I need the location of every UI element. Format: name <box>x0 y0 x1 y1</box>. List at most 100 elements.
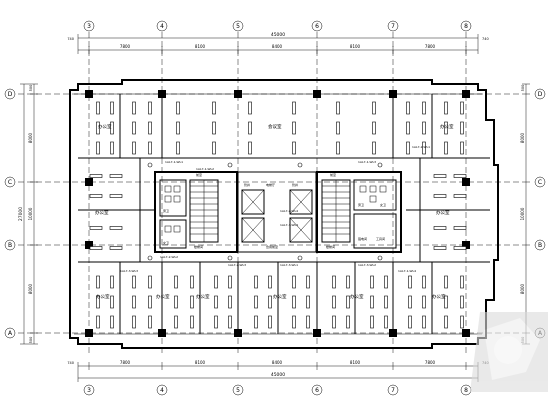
core-left <box>154 171 238 253</box>
light-fixture <box>444 315 448 329</box>
axis-bubble: D <box>534 88 546 100</box>
light-fixture <box>190 275 194 289</box>
axis-label: 3 <box>87 387 91 394</box>
light-fixture <box>406 141 410 155</box>
column <box>462 241 470 249</box>
light-fixture <box>384 315 388 329</box>
light-fixture <box>110 141 114 155</box>
light-fixture <box>444 121 448 135</box>
room-label: 办公室 <box>156 293 170 300</box>
end-dimension: 500 <box>521 85 525 92</box>
axis-label: D <box>538 91 543 98</box>
end-dimension: 500 <box>29 85 33 92</box>
light-fixture <box>346 275 350 289</box>
room-label: 办公室 <box>196 293 210 300</box>
column <box>313 90 321 98</box>
light-fixture <box>336 141 340 155</box>
room-label: 办公室 <box>436 209 450 216</box>
axis-bubble: 3 <box>83 384 95 396</box>
end-dimension: 740 <box>67 361 74 365</box>
light-fixture <box>248 141 252 155</box>
light-fixture <box>212 141 216 155</box>
light-fixture <box>176 121 180 135</box>
column <box>234 90 242 98</box>
axis-label: 7 <box>391 387 395 394</box>
light-fixture <box>384 275 388 289</box>
axis-label: 8 <box>464 387 468 394</box>
light-fixture <box>306 295 310 309</box>
light-fixture <box>174 295 178 309</box>
circuit-label: 1AL7-3-WL1 <box>280 263 298 267</box>
light-fixture <box>422 275 426 289</box>
light-fixture <box>89 226 103 230</box>
column <box>85 178 93 186</box>
light-fixture <box>408 275 412 289</box>
light-fixture <box>422 101 426 115</box>
room-label: 电梯厅 <box>266 182 275 187</box>
axis-label: C <box>8 179 12 186</box>
light-fixture <box>148 121 152 135</box>
downlight <box>227 255 233 261</box>
circuit-label: 1AL7-2-WL2 <box>160 255 178 259</box>
light-fixture <box>422 315 426 329</box>
circuit-labels: 1AL7-1-WL1 1AL7-1-WL2 1AL7-1-WL3 1AL7-2-… <box>120 145 430 273</box>
bay-dimension: 10000 <box>28 207 33 220</box>
light-fixture <box>214 275 218 289</box>
axis-label: B <box>538 242 542 249</box>
light-fixture <box>372 101 376 115</box>
light-fixture <box>132 101 136 115</box>
light-fixture <box>228 275 232 289</box>
overall-dimension: 45000 <box>271 372 285 378</box>
bay-dimension: 8400 <box>272 44 283 49</box>
axis-label: 3 <box>87 23 91 30</box>
downlight <box>147 255 153 261</box>
light-fixture <box>110 275 114 289</box>
room-label: 办公室 <box>350 293 364 300</box>
axis-bubble: A <box>4 327 16 339</box>
axis-label: 4 <box>160 387 164 394</box>
circuit-label: 1AL7-3-WL3 <box>120 269 138 273</box>
room-label: 男卫 <box>358 202 364 207</box>
light-fixture <box>444 275 448 289</box>
light-fixture <box>453 246 467 250</box>
light-fixture <box>444 141 448 155</box>
bay-dimension: 7800 <box>425 360 436 365</box>
light-fixture <box>89 194 103 198</box>
light-fixture <box>292 275 296 289</box>
circuit-label: 1AL7-3-WL4 <box>280 223 298 227</box>
light-fixture <box>336 121 340 135</box>
axis-label: 4 <box>160 23 164 30</box>
axis-bubble: 7 <box>387 20 399 32</box>
axis-label: D <box>8 91 13 98</box>
axis-bubble: 3 <box>83 20 95 32</box>
light-fixture <box>292 315 296 329</box>
light-fixture <box>336 101 340 115</box>
overall-dimension: 45000 <box>271 32 285 38</box>
light-fixture <box>422 121 426 135</box>
light-fixture <box>109 226 123 230</box>
room-label: 强电间 <box>358 236 367 241</box>
room-label: 前室 <box>330 172 336 177</box>
downlight <box>377 162 383 168</box>
light-fixture <box>444 295 448 309</box>
room-label: 会议室 <box>268 123 282 130</box>
end-dimension: 500 <box>29 337 33 344</box>
column <box>85 329 93 337</box>
light-fixture <box>406 121 410 135</box>
light-fixture <box>370 315 374 329</box>
light-fixture <box>433 246 447 250</box>
column <box>85 241 93 249</box>
light-fixture <box>212 121 216 135</box>
bay-dimension: 7800 <box>120 360 131 365</box>
axis-label: A <box>8 330 13 337</box>
light-fixture <box>132 141 136 155</box>
light-fixture <box>176 101 180 115</box>
axis-label: 8 <box>464 23 468 30</box>
light-fixture <box>96 141 100 155</box>
light-fixture <box>132 275 136 289</box>
light-fixture <box>110 315 114 329</box>
column <box>85 90 93 98</box>
light-fixture <box>214 295 218 309</box>
light-fixture <box>292 121 296 135</box>
room-label: 男卫 <box>163 208 169 213</box>
